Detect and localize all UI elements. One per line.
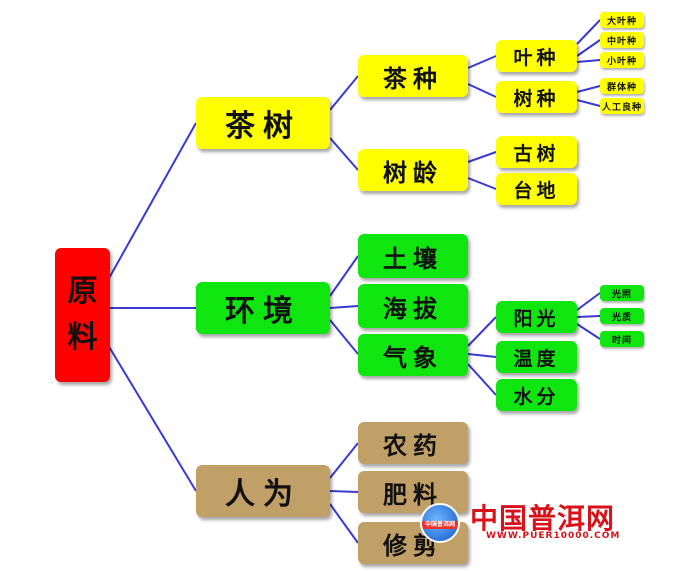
watermark-url: WWW.PUER10000.COM (486, 531, 621, 541)
node-tea-variety: 茶种 (358, 55, 468, 97)
connector-line (467, 151, 497, 163)
connector-line (329, 305, 359, 309)
connector-line (107, 344, 197, 492)
connector-line (329, 490, 359, 493)
connector-line (467, 55, 497, 69)
root-label-char-1: 原 (67, 274, 98, 309)
root-node-raw-material: 原 料 (55, 248, 110, 382)
connector-line (576, 19, 601, 45)
connector-line (329, 503, 359, 544)
node-leaf-type: 叶种 (496, 40, 577, 72)
watermark-title: 中国普洱网 (470, 502, 616, 535)
connector-line (576, 323, 601, 340)
node-human-factor: 人为 (196, 465, 330, 517)
connector-line (329, 75, 359, 111)
watermark: 中国普洱网 中国普洱网 WWW.PUER10000.COM (420, 497, 670, 545)
connector-line (467, 83, 497, 98)
root-label-char-2: 料 (67, 320, 98, 355)
node-terrace: 台地 (496, 173, 577, 205)
connector-line (576, 59, 601, 63)
connector-line (329, 442, 359, 479)
watermark-logo-band: 中国普洱网 (422, 521, 458, 529)
node-illumination: 光照 (600, 285, 644, 301)
connector-line (107, 122, 197, 281)
connector-line (329, 319, 359, 355)
connector-line (467, 353, 497, 358)
node-tea-tree: 茶树 (196, 97, 330, 149)
node-tree-type: 树种 (496, 81, 577, 113)
node-sunlight: 阳光 (496, 301, 577, 333)
connector-line (467, 177, 497, 190)
node-population-variety: 群体种 (600, 78, 644, 94)
connector-line (576, 292, 601, 311)
connector-line (329, 137, 359, 171)
node-small-leaf: 小叶种 (600, 52, 644, 68)
node-temperature: 温度 (496, 341, 577, 373)
watermark-logo-icon: 中国普洱网 (420, 503, 460, 543)
node-climate: 气象 (358, 334, 468, 376)
connector-line (467, 316, 497, 347)
node-medium-leaf: 中叶种 (600, 32, 644, 48)
node-pesticide: 农药 (358, 422, 468, 464)
node-altitude: 海拔 (358, 284, 468, 328)
connector-line (576, 39, 601, 57)
node-large-leaf: 大叶种 (600, 12, 644, 28)
node-cultivated-variety: 人工良种 (600, 98, 644, 114)
node-light-quality: 光质 (600, 308, 644, 324)
node-duration: 时间 (600, 331, 644, 347)
node-soil: 土壤 (358, 234, 468, 278)
connector-line (329, 255, 359, 297)
connector-line (576, 315, 601, 318)
connector-line (576, 85, 601, 93)
node-pruning: 修剪 (358, 522, 468, 564)
connector-line (467, 363, 497, 396)
node-environment: 环境 (196, 282, 330, 334)
connector-line (576, 99, 601, 107)
node-ancient-tree: 古树 (496, 136, 577, 168)
node-tree-age: 树龄 (358, 149, 468, 191)
node-moisture: 水分 (496, 379, 577, 411)
